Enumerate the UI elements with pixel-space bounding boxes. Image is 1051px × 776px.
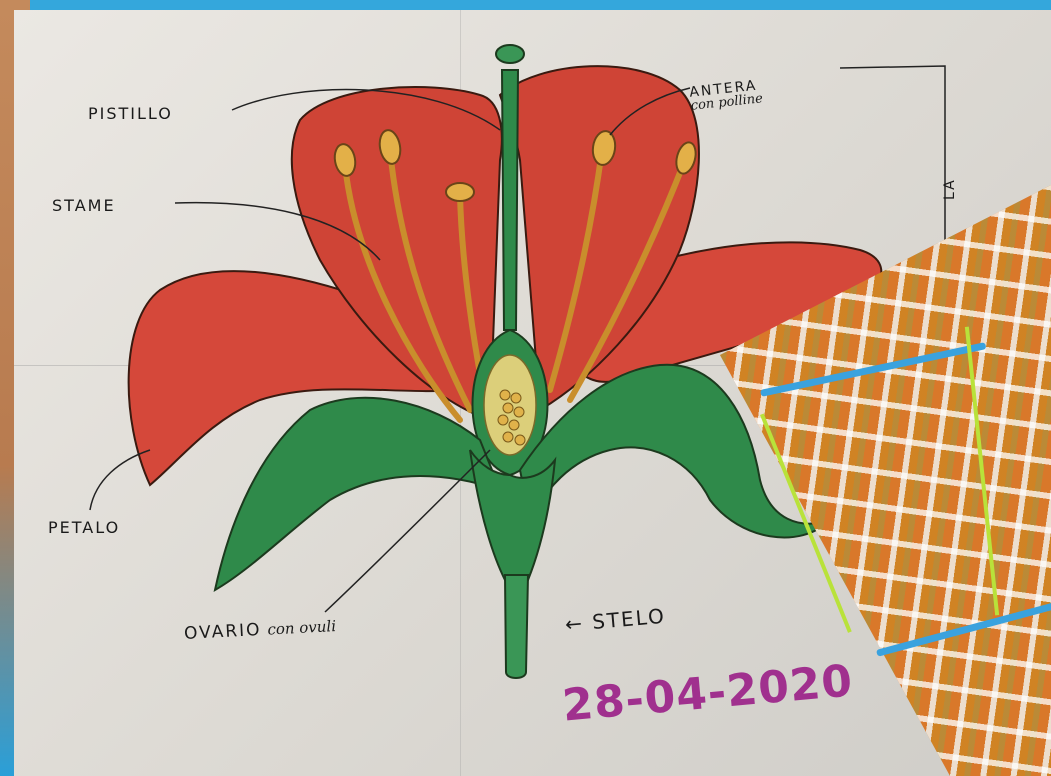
sepal-left [215,398,500,590]
pistil-style [502,70,518,330]
stigma [496,45,524,63]
label-petalo: PETALO [48,518,120,537]
label-ovario-sub: con ovuli [267,617,336,639]
label-pistillo: PISTILLO [88,104,173,123]
label-ovario-main: OVARIO [184,620,262,644]
stem [505,575,528,678]
label-stame: STAME [52,196,116,215]
label-side-partial: LA [942,178,958,200]
